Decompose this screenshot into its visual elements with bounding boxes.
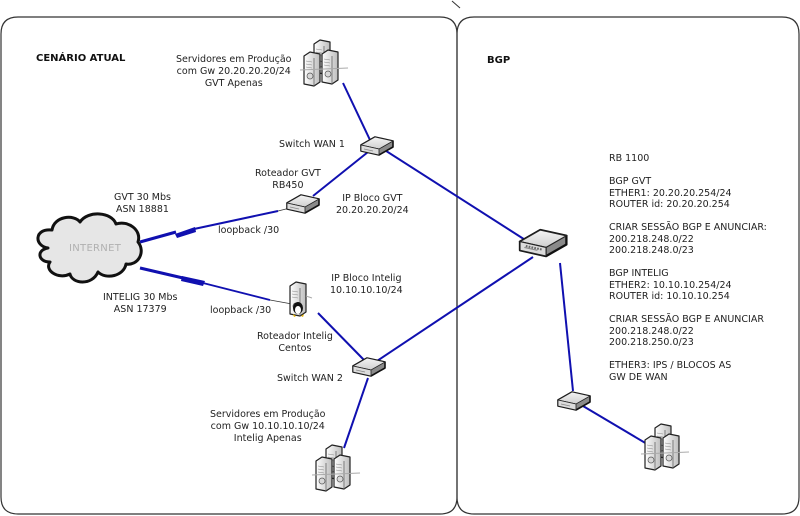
note-line: GW DE WAN — [609, 371, 668, 383]
panel-bgp — [456, 16, 800, 515]
router-gvt-label: Roteador GVT RB450 — [255, 168, 321, 192]
server-cluster-icon — [312, 445, 360, 491]
label-line: IP Bloco GVT — [342, 193, 403, 204]
note-bgp-intelig: BGP INTELIG ETHER2: 10.10.10.254/24 ROUT… — [609, 268, 767, 303]
note-line: CRIAR SESSÃO BGP E ANUNCIAR — [609, 314, 764, 325]
note-rb1100: RB 1100 — [609, 153, 767, 165]
loopback-intelig-label: loopback /30 — [210, 305, 272, 316]
label-line: com Gw 20.20.20.20/24 — [176, 66, 291, 77]
servers-bottom-label: Servidores em Produção com Gw 10.10.10.1… — [210, 409, 326, 445]
wan-link-intelig — [139, 266, 293, 305]
link-rb1100-switch3 — [559, 262, 574, 392]
loopback-gvt-label: loopback /30 — [218, 225, 280, 236]
stray-mark — [451, 0, 461, 9]
label-line: com Gw 10.10.10.10/24 — [210, 421, 325, 432]
note-line: ETHER1: 20.20.20.254/24 — [609, 187, 732, 199]
wan-link-gvt — [139, 207, 291, 244]
label-line: 10.10.10.10/24 — [330, 285, 403, 296]
label-line: Centos — [278, 343, 312, 354]
link-linux-switch2 — [317, 312, 365, 361]
label-line: GVT 30 Mbs — [114, 192, 171, 203]
label-line: Roteador GVT — [255, 168, 321, 179]
servers-top-label: Servidores em Produção com Gw 20.20.20.2… — [176, 54, 292, 90]
label-line: ASN 17379 — [113, 304, 167, 315]
link-switch1-rb1100 — [379, 146, 531, 244]
note-line: ROUTER id: 20.20.20.254 — [609, 199, 730, 210]
internet-label: INTERNET — [69, 243, 122, 254]
bgp-config-notes: RB 1100 BGP GVT ETHER1: 20.20.20.254/24 … — [609, 153, 767, 395]
label-line: RB450 — [272, 180, 304, 191]
panel-title-bgp: BGP — [487, 55, 511, 66]
cloud-icon — [36, 212, 143, 284]
note-line: ETHER3: IPS / BLOCOS AS — [609, 360, 732, 371]
label-line: GVT Apenas — [204, 78, 263, 89]
link-servers-top-switch1 — [342, 82, 371, 141]
label-line: ASN 18881 — [116, 204, 169, 215]
gvt-link-label: GVT 30 Mbs ASN 18881 — [114, 192, 171, 216]
note-line: ROUTER id: 10.10.10.254 — [609, 291, 730, 302]
note-line: RB 1100 — [609, 153, 650, 164]
note-line: CRIAR SESSÃO BGP E ANUNCIAR: — [609, 222, 767, 233]
panel-title-cenario-atual: CENÁRIO ATUAL — [36, 53, 126, 64]
note-ether3: ETHER3: IPS / BLOCOS AS GW DE WAN — [609, 360, 767, 383]
switch-icon — [352, 357, 386, 377]
note-announce-intelig: CRIAR SESSÃO BGP E ANUNCIAR 200.218.248.… — [609, 314, 767, 349]
link-switch1-router-gvt — [312, 151, 369, 197]
note-bgp-gvt: BGP GVT ETHER1: 20.20.20.254/24 ROUTER i… — [609, 176, 767, 211]
label-line: 20.20.20.20/24 — [336, 205, 409, 216]
label-line: Servidores em Produção — [210, 409, 326, 420]
ip-bloco-gvt-label: IP Bloco GVT 20.20.20.20/24 — [336, 193, 409, 217]
router-icon — [518, 228, 568, 258]
link-switch2-servers-bottom — [343, 377, 369, 449]
label-line: Intelig Apenas — [233, 433, 302, 444]
switch-wan2-label: Switch WAN 2 — [277, 373, 343, 384]
ip-bloco-intelig-label: IP Bloco Intelig 10.10.10.10/24 — [330, 273, 403, 297]
note-line: 200.218.248.0/23 — [609, 245, 694, 256]
router-intelig-label: Roteador Intelig Centos — [257, 331, 333, 355]
link-switch3-servers-right — [582, 405, 648, 445]
note-announce-gvt: CRIAR SESSÃO BGP E ANUNCIAR: 200.218.248… — [609, 222, 767, 257]
linux-server-icon — [289, 281, 313, 317]
label-line: IP Bloco Intelig — [331, 273, 402, 284]
panel-cenario-atual — [0, 16, 458, 515]
note-line: BGP INTELIG — [609, 268, 669, 279]
switch-wan1-label: Switch WAN 1 — [279, 139, 345, 150]
link-switch2-rb1100 — [376, 256, 534, 362]
note-line: ETHER2: 10.10.10.254/24 — [609, 279, 732, 291]
note-line: 200.218.248.0/22 — [609, 233, 694, 245]
server-cluster-icon — [641, 424, 689, 470]
label-line: Roteador Intelig — [257, 331, 333, 342]
router-icon — [286, 194, 320, 214]
note-line: 200.218.250.0/23 — [609, 337, 694, 348]
links — [312, 82, 648, 449]
intelig-link-label: INTELIG 30 Mbs ASN 17379 — [103, 292, 177, 316]
server-cluster-icon — [300, 40, 348, 86]
note-line: 200.218.248.0/22 — [609, 325, 694, 337]
label-line: Servidores em Produção — [176, 54, 292, 65]
label-line: INTELIG 30 Mbs — [103, 292, 178, 303]
note-line: BGP GVT — [609, 176, 652, 187]
